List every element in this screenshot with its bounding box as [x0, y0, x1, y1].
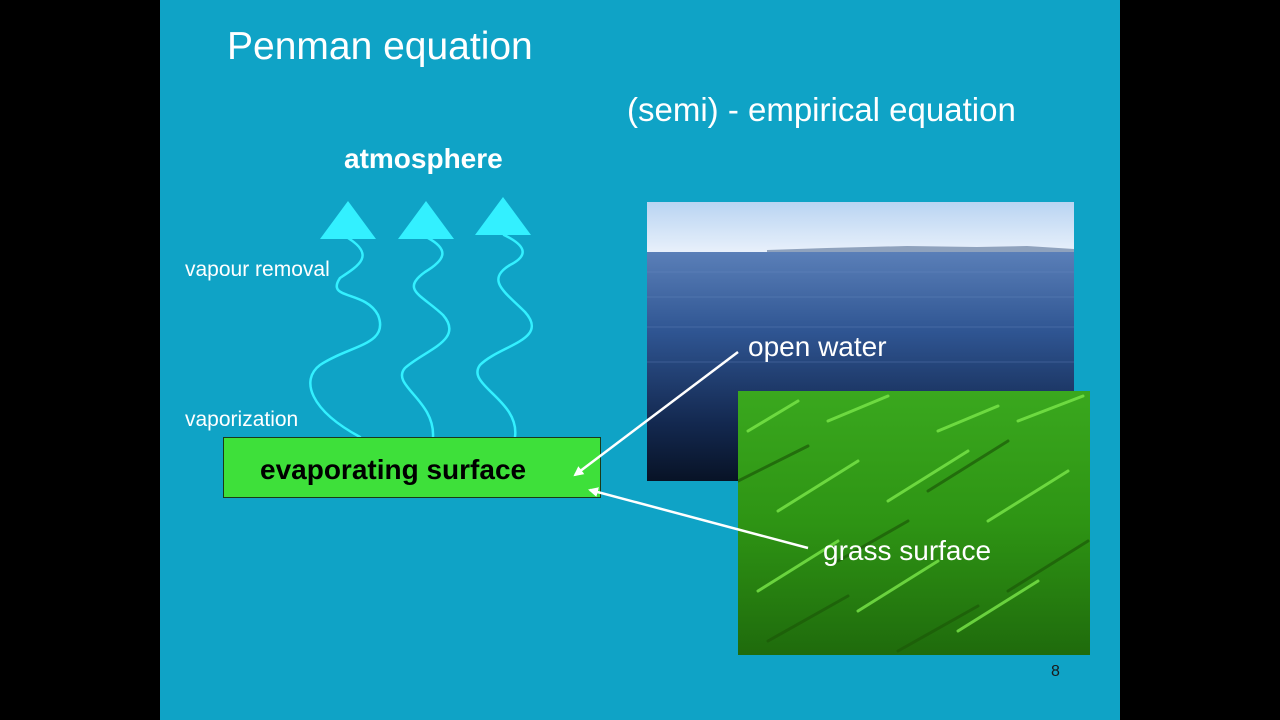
vapour-removal-label: vapour removal	[185, 258, 330, 281]
slide: Penman equation (semi) - empirical equat…	[160, 0, 1120, 720]
open-water-label: open water	[748, 331, 887, 362]
grass-surface-arrow	[588, 487, 809, 550]
vapour-arrowhead-1	[320, 201, 376, 239]
evaporating-surface-box: evaporating surface	[223, 437, 601, 498]
vapour-arrowhead-3	[475, 197, 531, 235]
vapour-arrowhead-2	[398, 201, 454, 239]
vapour-wave-1	[309, 236, 382, 439]
atmosphere-label: atmosphere	[344, 143, 503, 174]
slide-subtitle: (semi) - empirical equation	[627, 91, 1016, 128]
slide-title: Penman equation	[227, 25, 533, 68]
open-water-arrow	[573, 351, 739, 477]
vapour-wave-3	[476, 233, 534, 439]
grass-photo	[738, 391, 1090, 655]
vapour-arrows	[309, 197, 534, 439]
slide-number: 8	[1051, 663, 1060, 680]
grass-surface-label: grass surface	[823, 535, 992, 566]
pointer-arrows	[573, 351, 809, 550]
evaporating-surface-label: evaporating surface	[260, 454, 527, 485]
vaporization-label: vaporization	[185, 408, 299, 431]
vapour-wave-2	[400, 236, 451, 439]
